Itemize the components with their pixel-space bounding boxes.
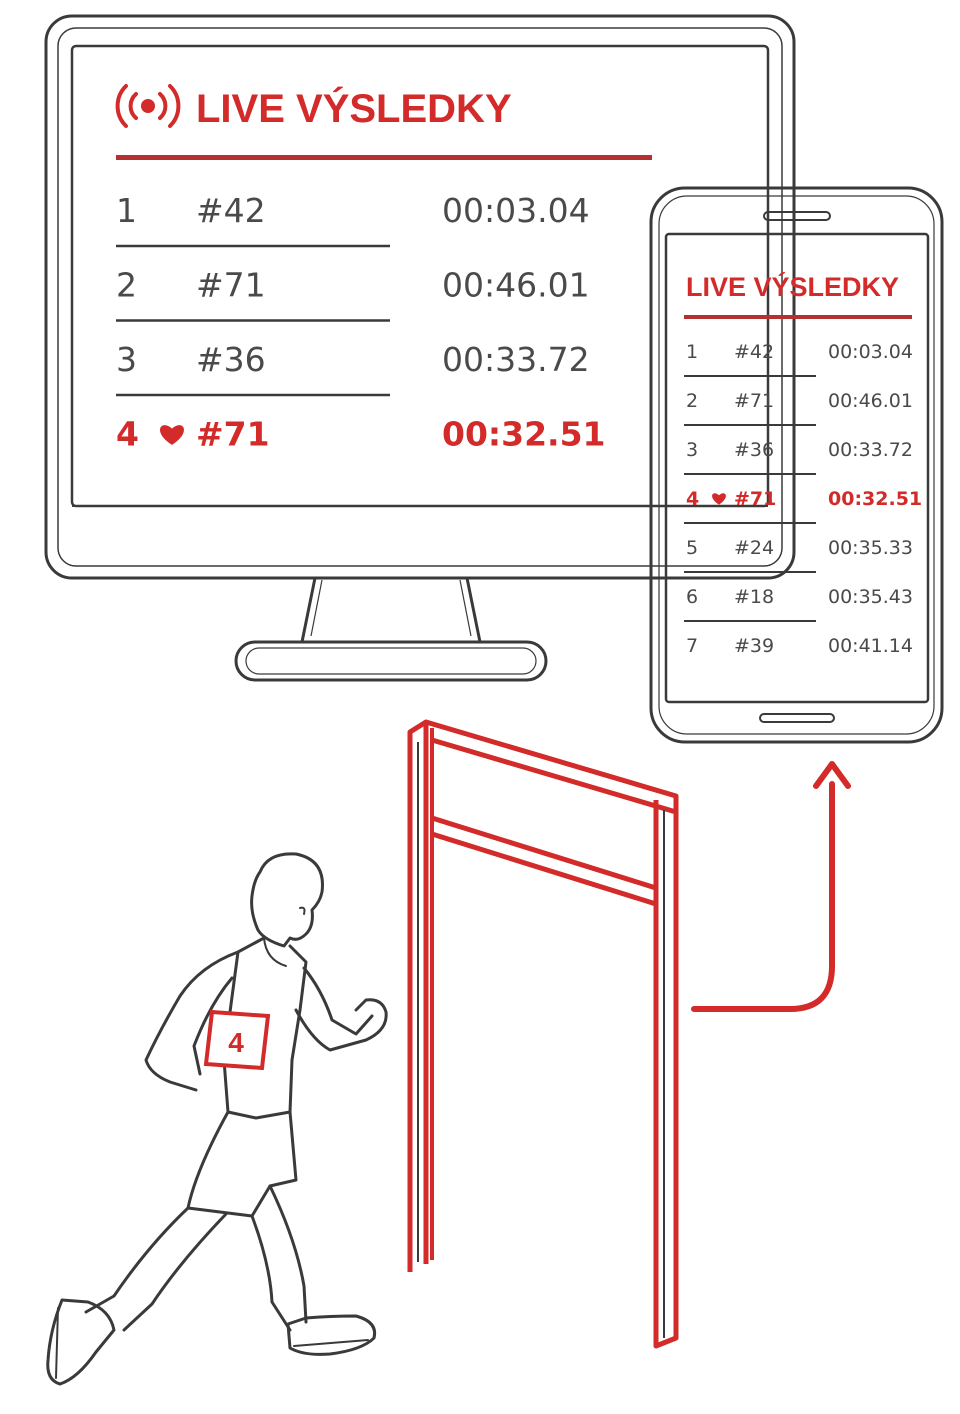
phone-title-underline bbox=[684, 315, 912, 319]
monitor-bib: #36 bbox=[196, 340, 266, 379]
monitor-title-underline bbox=[116, 155, 652, 160]
phone-row: 6 #18 00:35.43 bbox=[684, 586, 913, 622]
phone-header: LIVE VÝSLEDKY bbox=[684, 271, 912, 319]
monitor-rank: 3 bbox=[116, 340, 137, 379]
phone-row: 2 #71 00:46.01 bbox=[684, 390, 913, 426]
monitor-time: 00:33.72 bbox=[442, 340, 590, 379]
desktop-monitor bbox=[44, 14, 796, 682]
phone-bib: #18 bbox=[734, 586, 774, 608]
phone-speaker bbox=[763, 211, 831, 221]
phone-row: 7 #39 00:41.14 bbox=[686, 635, 913, 657]
monitor-time: 00:03.04 bbox=[442, 191, 590, 230]
phone-rank: 5 bbox=[686, 537, 698, 559]
phone-row: 4 #71 00:32.51 bbox=[684, 488, 922, 524]
runner-head bbox=[250, 852, 324, 948]
monitor-row: 4 #71 00:32.51 bbox=[116, 415, 606, 454]
monitor-bib: #71 bbox=[196, 415, 270, 454]
monitor-row: 1 #42 00:03.04 bbox=[116, 191, 590, 248]
phone-row: 1 #42 00:03.04 bbox=[684, 341, 913, 377]
smartphone bbox=[649, 186, 944, 744]
phone-rank: 2 bbox=[686, 390, 698, 412]
phone-row: 3 #36 00:33.72 bbox=[684, 439, 913, 475]
phone-time: 00:32.51 bbox=[828, 488, 922, 510]
phone-rank: 4 bbox=[686, 488, 699, 510]
phone-bib: #39 bbox=[734, 635, 774, 657]
finish-gate bbox=[407, 719, 679, 1349]
data-transfer-arrow bbox=[691, 761, 851, 1012]
broadcast-icon bbox=[115, 84, 181, 128]
monitor-rank: 4 bbox=[116, 415, 139, 454]
monitor-time: 00:32.51 bbox=[442, 415, 606, 454]
phone-time: 00:03.04 bbox=[828, 341, 913, 363]
monitor-row: 3 #36 00:33.72 bbox=[116, 340, 590, 397]
phone-title: LIVE VÝSLEDKY bbox=[686, 271, 899, 302]
phone-row: 5 #24 00:35.33 bbox=[684, 537, 913, 573]
monitor-rank: 2 bbox=[116, 266, 137, 305]
phone-rank: 6 bbox=[686, 586, 698, 608]
runner bbox=[46, 852, 388, 1386]
phone-rank: 7 bbox=[686, 635, 698, 657]
phone-time: 00:41.14 bbox=[828, 635, 913, 657]
phone-home-bar bbox=[759, 713, 835, 723]
phone-bib: #36 bbox=[734, 439, 774, 461]
runner-bib-number: 4 bbox=[228, 1027, 244, 1058]
phone-bib: #71 bbox=[734, 390, 774, 412]
phone-rank: 3 bbox=[686, 439, 698, 461]
monitor-time: 00:46.01 bbox=[442, 266, 590, 305]
monitor-bib: #42 bbox=[196, 191, 266, 230]
phone-rank: 1 bbox=[686, 341, 698, 363]
phone-time: 00:35.43 bbox=[828, 586, 913, 608]
monitor-results-table: 1 #42 00:03.04 2 #71 00:46.01 3 #36 00:33.72 4 #71… bbox=[116, 191, 606, 454]
phone-bib: #71 bbox=[734, 488, 776, 510]
phone-results-table: 1 #42 00:03.04 2 #71 00:46.01 3 #36 00:33.72 4 #71… bbox=[684, 341, 922, 657]
phone-time: 00:33.72 bbox=[828, 439, 913, 461]
runner-bib: 4 bbox=[203, 1009, 271, 1071]
monitor-title: LIVE VÝSLEDKY bbox=[196, 85, 512, 131]
monitor-header: LIVE VÝSLEDKY bbox=[115, 84, 652, 160]
monitor-row: 2 #71 00:46.01 bbox=[116, 266, 590, 322]
phone-time: 00:46.01 bbox=[828, 390, 913, 412]
heart-icon bbox=[712, 493, 726, 505]
phone-time: 00:35.33 bbox=[828, 537, 913, 559]
phone-bib: #24 bbox=[734, 537, 774, 559]
monitor-bib: #71 bbox=[196, 266, 266, 305]
heart-icon bbox=[160, 425, 184, 445]
monitor-rank: 1 bbox=[116, 191, 137, 230]
phone-bib: #42 bbox=[734, 341, 774, 363]
